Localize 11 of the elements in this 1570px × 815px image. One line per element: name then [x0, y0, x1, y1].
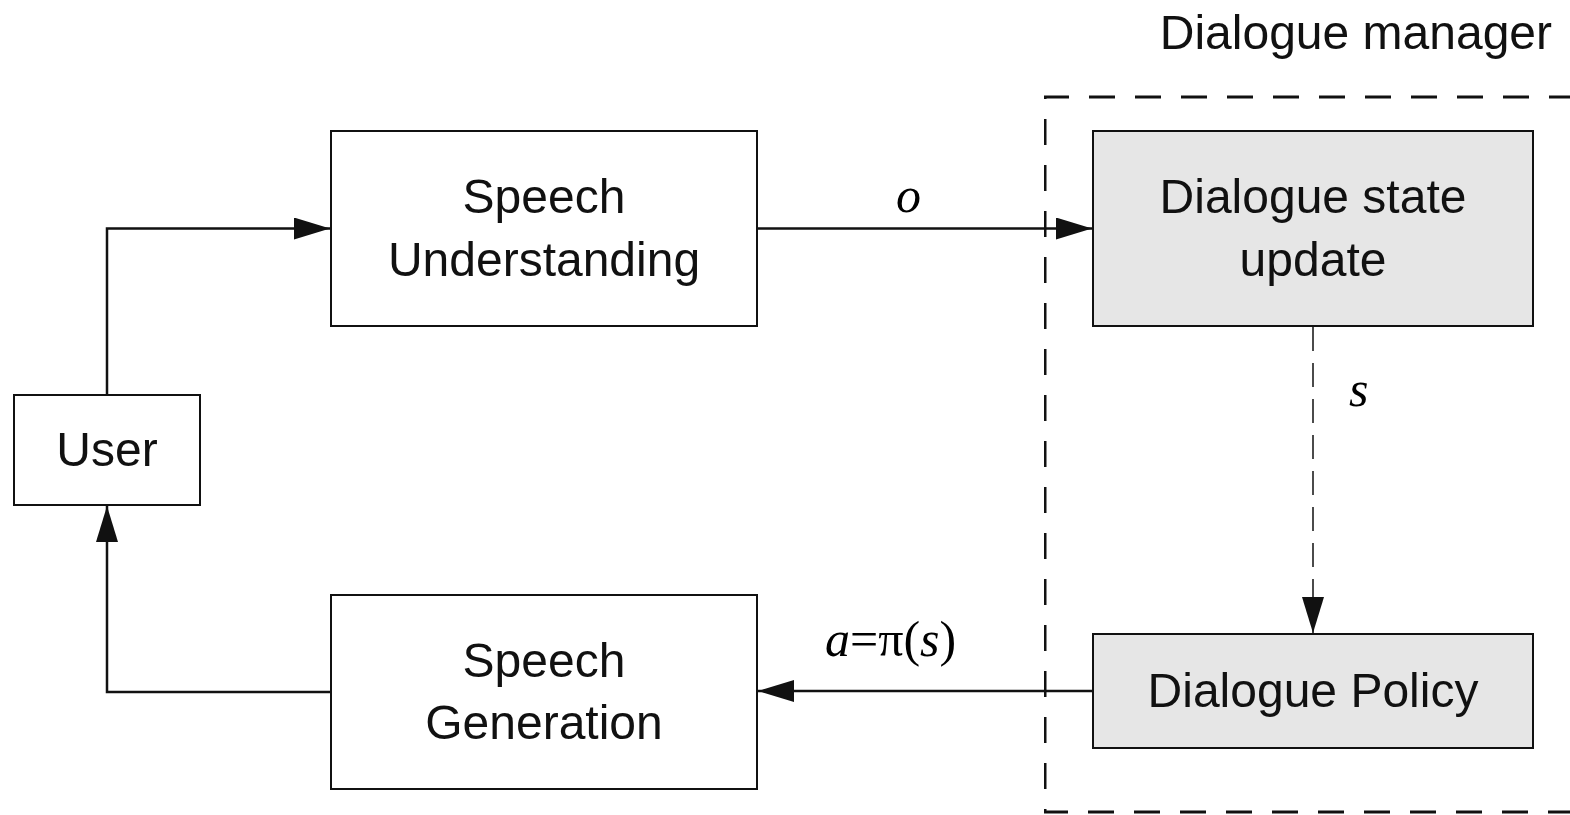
process-box: Speech Generation [330, 594, 758, 790]
arrow [1302, 326, 1324, 634]
process-box: Dialogue Policy [1092, 633, 1534, 749]
arrow [105, 217, 330, 394]
arrow [96, 506, 330, 694]
arrow [758, 680, 1092, 702]
process-box: Speech Understanding [330, 130, 758, 327]
group-title: Dialogue manager [1159, 5, 1552, 61]
process-box: User [13, 394, 201, 506]
arrow [758, 217, 1092, 240]
process-box: Dialogue state update [1092, 130, 1534, 327]
